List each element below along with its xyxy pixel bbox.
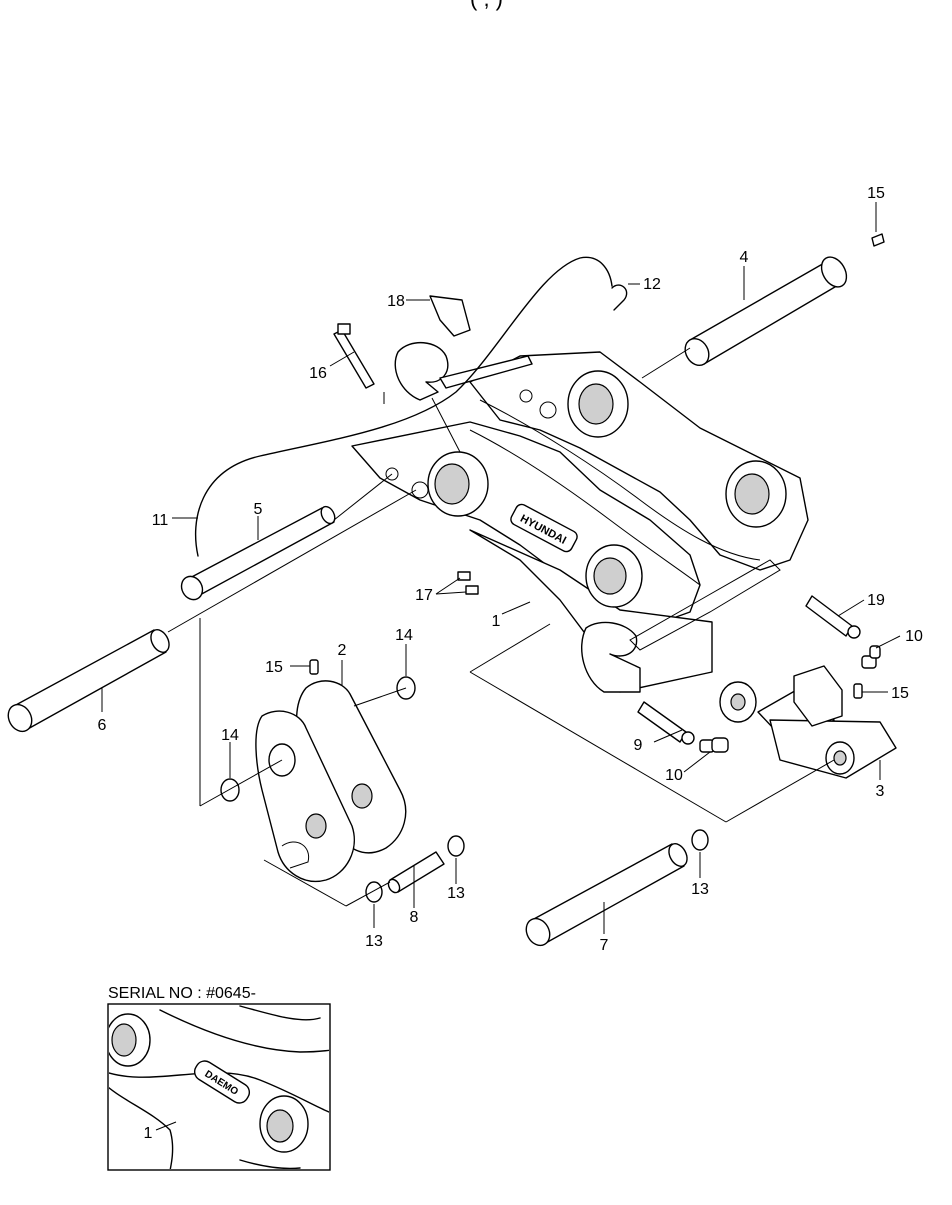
callout-14-left: 14 (221, 727, 239, 744)
fitting-10-lower (699, 737, 729, 753)
callout-15-link: 15 (265, 659, 283, 676)
callout-leaders (101, 202, 901, 934)
pin-4 (684, 256, 848, 367)
cylinder-3 (719, 665, 897, 779)
callout-17: 17 (415, 587, 433, 604)
callout-4: 4 (740, 249, 749, 266)
callout-14-right: 14 (395, 627, 413, 644)
callout-18: 18 (387, 293, 405, 310)
grease-nipple-15-top (871, 233, 885, 247)
callout-10-lower: 10 (665, 767, 683, 784)
serial-inset: SERIAL NO : #0645- DAEMO 1 (107, 985, 331, 1171)
callout-5: 5 (254, 501, 263, 518)
callout-13-mid: 13 (447, 885, 465, 902)
callout-2: 2 (338, 642, 347, 659)
rings (220, 676, 709, 903)
callout-8: 8 (410, 909, 419, 926)
callout-11: 11 (152, 512, 169, 529)
callout-15-cyl: 15 (891, 685, 909, 702)
fitting-9 (637, 701, 695, 745)
bolts-17 (457, 571, 479, 595)
callout-9: 9 (634, 737, 643, 754)
inset-serial-label: SERIAL NO : #0645- (108, 985, 256, 1002)
assembly-lines (167, 347, 835, 907)
callout-13-right: 13 (691, 881, 709, 898)
quick-coupler-frame: HYUNDAI (351, 341, 809, 693)
pin-8 (387, 851, 445, 894)
grease-nipple-15-link (309, 659, 319, 675)
callout-7: 7 (600, 937, 609, 954)
inset-callout-1: 1 (144, 1125, 153, 1142)
callout-15-top: 15 (867, 185, 885, 202)
callout-13-bottom: 13 (365, 933, 383, 950)
fitting-19 (805, 595, 861, 639)
grease-nipple-15-cyl (853, 683, 863, 699)
callout-16: 16 (309, 365, 327, 382)
callout-6: 6 (98, 717, 107, 734)
callout-12: 12 (643, 276, 661, 293)
bolt-16 (333, 323, 375, 389)
clip-12 (611, 284, 628, 311)
header-title-fragment: ( , ) (470, 0, 503, 11)
link-2 (255, 680, 407, 882)
fitting-10-upper (861, 645, 881, 669)
bracket-18 (429, 295, 471, 337)
pin-5 (180, 505, 336, 601)
pin-7 (525, 843, 688, 947)
callout-labels: 15 4 12 18 16 11 5 17 1 19 10 15 2 14 15… (98, 185, 923, 954)
callout-3: 3 (876, 783, 885, 800)
callout-10-upper: 10 (905, 628, 923, 645)
callout-19: 19 (867, 592, 885, 609)
pin-6 (7, 629, 170, 733)
callout-1: 1 (492, 613, 501, 630)
